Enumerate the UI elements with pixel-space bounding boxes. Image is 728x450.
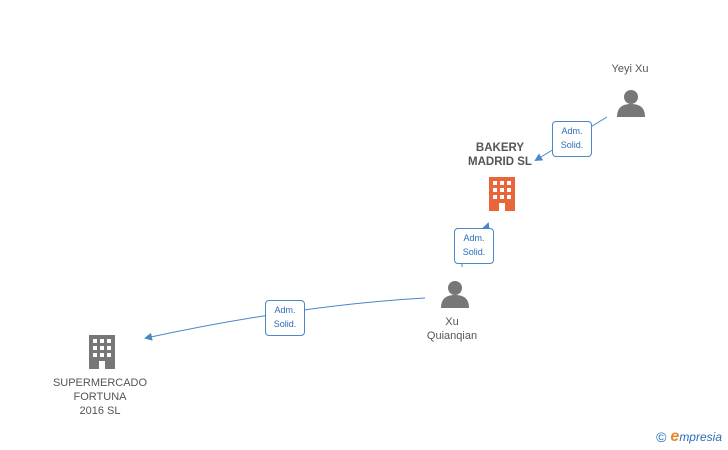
person-icon: [617, 90, 645, 117]
person-icon: [441, 281, 469, 308]
building-icon: [489, 177, 515, 211]
node-label: Yeyi Xu: [611, 63, 649, 75]
copyright-icon: ©: [656, 429, 667, 445]
node-supermercado-fortuna-2016-sl[interactable]: SUPERMERCADO FORTUNA 2016 SL: [45, 376, 155, 418]
building-icon: [89, 335, 115, 369]
edge-label-yeyi-bakery[interactable]: Adm. Solid.: [552, 121, 592, 157]
edge-label-xu-supermercado[interactable]: Adm. Solid.: [265, 300, 305, 336]
brand-footer: © e mpresia: [656, 428, 722, 446]
node-bakery-madrid-sl[interactable]: BAKERY MADRID SL: [450, 141, 550, 169]
brand-logo-initial: e: [670, 428, 680, 445]
node-label: BAKERY MADRID SL: [468, 142, 532, 168]
brand-logo-text: mpresia: [679, 430, 722, 444]
node-label: Xu Quianqian: [426, 316, 478, 342]
edge-label-xu-bakery[interactable]: Adm. Solid.: [454, 228, 494, 264]
node-xu-quianqian[interactable]: Xu Quianqian: [412, 315, 492, 343]
node-yeyi-xu[interactable]: Yeyi Xu: [590, 62, 670, 76]
node-label: SUPERMERCADO FORTUNA 2016 SL: [52, 377, 148, 417]
